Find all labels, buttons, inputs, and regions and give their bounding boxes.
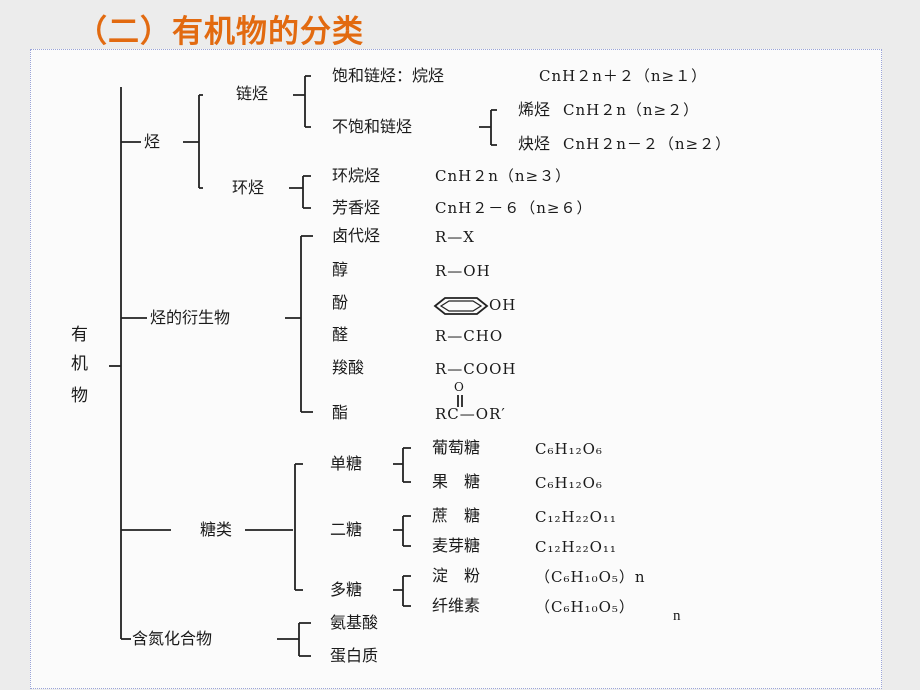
subscript-n-note: n [673,608,681,624]
derivatives-bracket [285,235,313,413]
chain-label: 链烃 [235,84,270,103]
amino-acid-label: 氨基酸 [329,613,380,632]
aldehyde-label: 醛 [331,325,350,344]
polysaccharide-label: 多糖 [329,580,364,599]
alkyne-formula: CnH２n－２（n≥２） [563,135,732,153]
alcohol-label: 醇 [331,260,350,279]
ring-bracket [289,175,311,209]
sucrose-label: 蔗 糖 [431,506,482,525]
ester-carbonyl-o: O [454,380,465,394]
fructose-label: 果 糖 [431,472,482,491]
ester-label: 酯 [331,403,350,422]
saturated-label: 饱和链烃：烷烃 [331,66,446,85]
hydrocarbon-label: 烃 [143,132,162,151]
cycloalkane-formula: CnH２n（n≥３） [435,167,572,185]
maltose-label: 麦芽糖 [431,536,482,555]
nitrogen-compounds-label: 含氮化合物 [131,629,214,648]
glucose-label: 葡萄糖 [431,438,482,457]
alkene-formula: CnH２n（n≥２） [563,101,700,119]
sugars-label: 糖类 [199,520,234,539]
sugars-bracket [245,463,303,591]
unsaturated-label: 不饱和链烃 [331,117,414,136]
ester-formula: RC—OR′ [435,405,506,423]
benzene-ring-icon [433,297,489,315]
sucrose-formula: C₁₂H₂₂O₁₁ [535,508,617,526]
aromatic-formula: CnH２－６（n≥６） [435,199,593,217]
glucose-formula: C₆H₁₂O₆ [535,440,603,458]
ring-label: 环烃 [231,178,266,197]
protein-label: 蛋白质 [329,646,380,665]
saturated-formula: CnH２n＋２（n≥１） [539,67,708,85]
derivatives-label: 烃的衍生物 [149,308,232,327]
phenol-label: 酚 [331,293,350,312]
haloalkane-label: 卤代烃 [331,226,382,245]
root-char-1: 有 [71,325,88,345]
hydrocarbon-bracket [183,94,203,189]
alkene-label: 烯烃 [517,100,552,119]
chain-bracket [293,75,311,128]
root-char-3: 物 [71,386,88,406]
aldehyde-formula: R—CHO [435,327,504,345]
phenol-formula: OH [489,296,517,314]
alkyne-label: 炔烃 [517,134,552,153]
classification-diagram: 有 机 物 烃 链烃 饱和链烃：烷烃 CnH２n＋２（n≥１） 不饱和链烃 烯烃… [30,49,882,689]
starch-label: 淀 粉 [431,566,482,585]
cellulose-label: 纤维素 [431,596,482,615]
disaccharide-label: 二糖 [329,520,364,539]
monosaccharide-label: 单糖 [329,454,364,473]
alcohol-formula: R—OH [435,262,491,280]
carboxylic-acid-label: 羧酸 [331,358,366,377]
starch-formula: （C₆H₁₀O₅）n [535,568,646,586]
root-char-2: 机 [71,354,88,374]
aromatic-label: 芳香烃 [331,198,382,217]
unsaturated-bracket [479,109,497,146]
slide-title: （二）有机物的分类 [76,14,364,50]
maltose-formula: C₁₂H₂₂O₁₁ [535,538,617,556]
fructose-formula: C₆H₁₂O₆ [535,474,603,492]
cellulose-formula: （C₆H₁₀O₅） [535,598,635,616]
nitrogen-bracket [277,622,311,657]
tree-lines [109,75,497,657]
haloalkane-formula: R—X [435,228,475,246]
carboxylic-acid-formula: R—COOH [435,360,517,378]
cycloalkane-label: 环烷烃 [331,166,382,185]
